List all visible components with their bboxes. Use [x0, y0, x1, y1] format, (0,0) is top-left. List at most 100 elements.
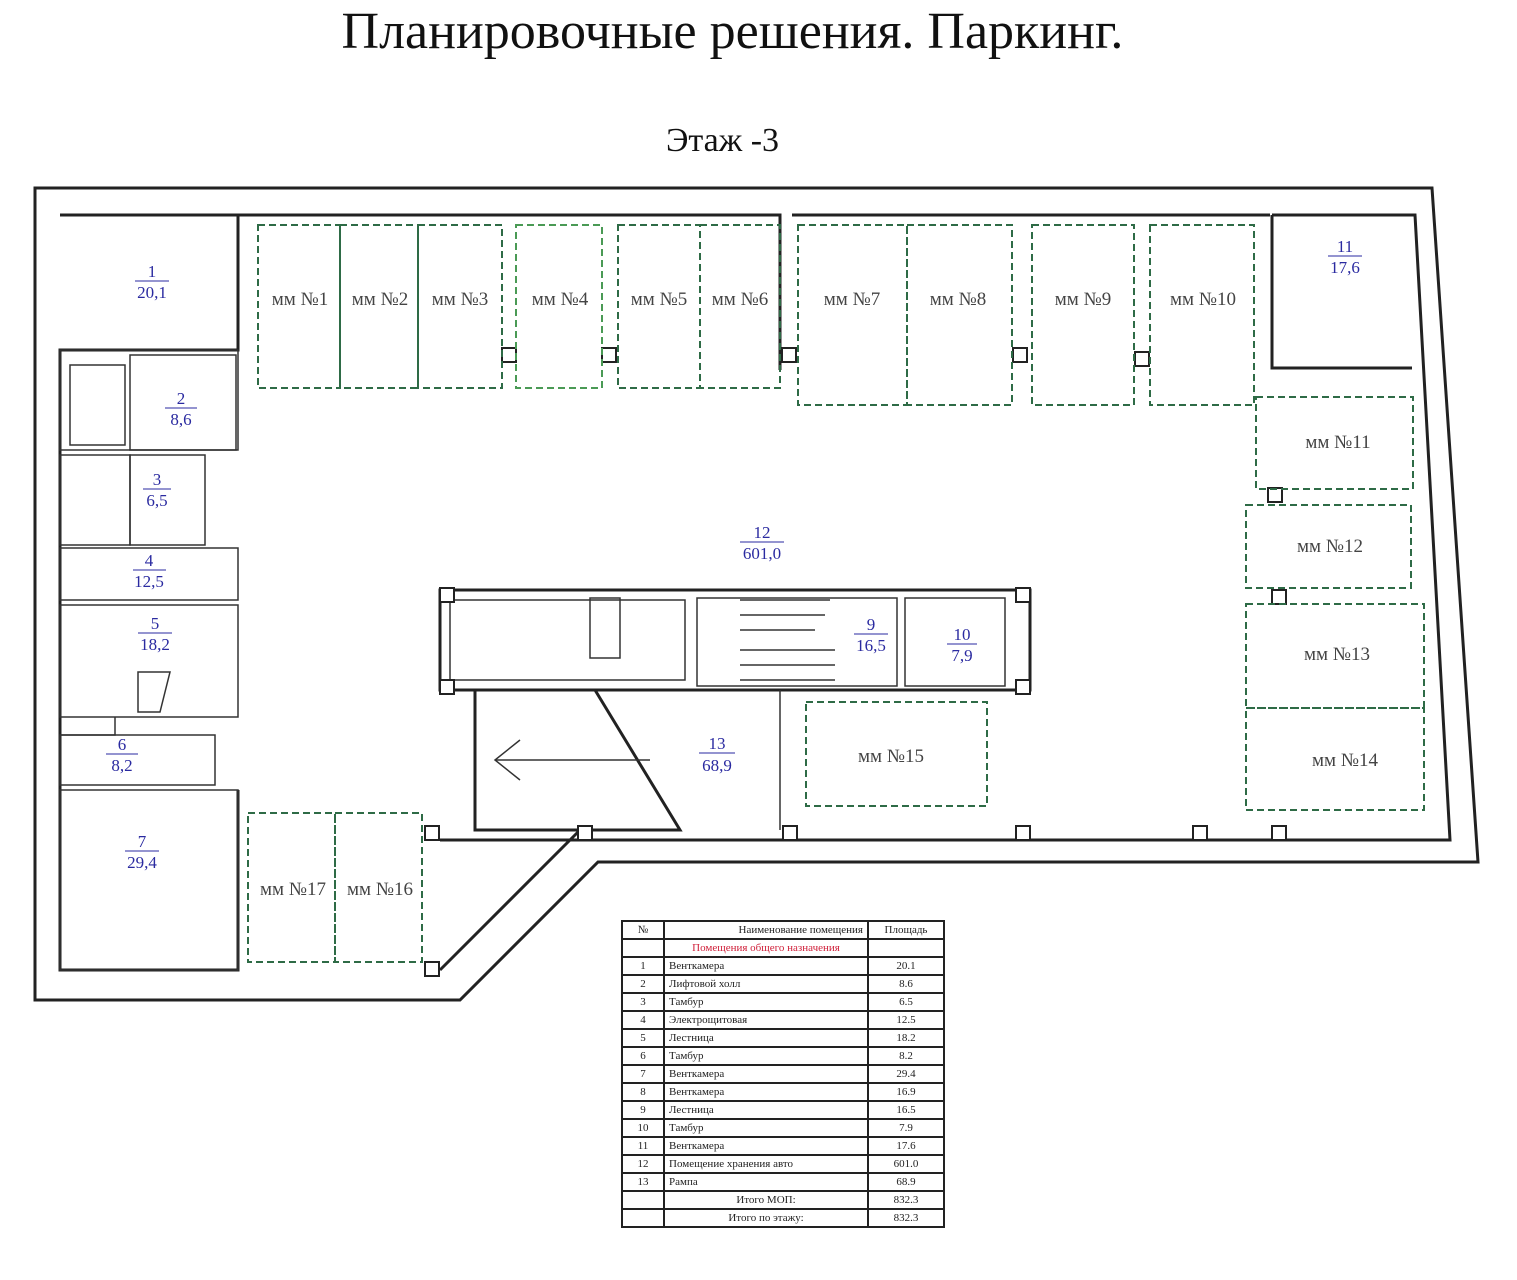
plan-element — [417, 224, 503, 389]
plan-element — [621, 1190, 665, 1210]
room-label-text: 11 — [1337, 237, 1353, 256]
room-label-text: 10 — [954, 625, 971, 644]
room-label-text: 17,6 — [1330, 258, 1360, 277]
parking-space-label: мм №15 — [858, 746, 924, 767]
plan-element: 13 — [621, 1172, 665, 1192]
plan-element: Венткамера — [663, 1082, 869, 1102]
plan-element — [1015, 587, 1031, 603]
plan-element — [867, 938, 945, 958]
plan-element: 11 — [621, 1136, 665, 1156]
plan-element: Тамбур — [663, 1118, 869, 1138]
parking-space-label: мм №6 — [712, 289, 768, 310]
table-total-mop: Итого МОП:832.3 — [621, 1190, 945, 1210]
plan-element: Венткамера — [663, 1064, 869, 1084]
plan-element — [424, 825, 440, 841]
room-label: 36,5 — [143, 470, 171, 510]
room-label-text: 6 — [118, 735, 127, 754]
plan-element — [1015, 679, 1031, 695]
plan-element — [59, 604, 239, 718]
plan-element: Помещения общего назначения — [663, 938, 869, 958]
room-label-text: 13 — [709, 734, 726, 753]
room-label: 518,2 — [138, 614, 172, 654]
plan-element — [1271, 825, 1287, 841]
plan-element — [781, 347, 797, 363]
plan-element — [59, 547, 239, 601]
parking-space-label: мм №9 — [1055, 289, 1111, 310]
plan-element — [424, 961, 440, 977]
plan-element: Венткамера — [663, 956, 869, 976]
room-labels: 120,1 28,6 36,5 412,5 518,2 68,2 729,4 9… — [106, 237, 1362, 872]
room-label-text: 16,5 — [856, 636, 886, 655]
plan-element — [1015, 825, 1031, 841]
parking-spaces: мм №1 мм №2 мм №3 мм №4 мм №5 мм №6 мм №… — [247, 224, 1425, 963]
room-label-text: 29,4 — [127, 853, 157, 872]
plan-element — [621, 1208, 665, 1228]
plan-element: 8.6 — [867, 974, 945, 994]
plan-element — [601, 347, 617, 363]
room-label-text: 1 — [148, 262, 157, 281]
plan-element — [59, 454, 131, 546]
plan-element: 1 — [621, 956, 665, 976]
plan-element — [129, 354, 237, 451]
room-label-text: 12 — [754, 523, 771, 542]
plan-element — [1134, 351, 1150, 367]
room-label-text: 12,5 — [134, 572, 164, 591]
plan-element — [59, 734, 216, 786]
plan-element — [740, 599, 835, 681]
plan-element: 6 — [621, 1046, 665, 1066]
parking-space-label: мм №12 — [1297, 536, 1363, 557]
parking-space-label: мм №1 — [272, 289, 328, 310]
plan-element — [515, 224, 603, 389]
room-label-text: 8,2 — [111, 756, 132, 775]
plan-element — [1012, 347, 1028, 363]
parking-space-label: мм №4 — [532, 289, 589, 310]
parking-space-label: мм №17 — [260, 879, 326, 900]
plan-element — [1270, 215, 1412, 370]
plan-element — [1255, 396, 1414, 490]
room-label-text: 20,1 — [137, 283, 167, 302]
plan-element — [1192, 825, 1208, 841]
plan-element: Помещение хранения авто — [663, 1154, 869, 1174]
plan-element — [247, 812, 336, 963]
plan-element — [501, 347, 517, 363]
room-label: 13 68,9 — [699, 734, 735, 775]
room-label-text: 4 — [145, 551, 154, 570]
parking-space-label: мм №7 — [824, 289, 880, 310]
plan-element — [438, 588, 1032, 692]
outer-boundary — [33, 186, 1480, 1002]
room-label: 729,4 — [125, 832, 159, 872]
plan-element — [805, 701, 988, 807]
plan-element: 8.2 — [867, 1046, 945, 1066]
plan-element — [1245, 707, 1425, 811]
parking-space-label: мм №13 — [1304, 644, 1370, 665]
plan-element: 18.2 — [867, 1028, 945, 1048]
room-label-text: 68,9 — [702, 756, 732, 775]
plan-element — [238, 213, 782, 370]
parking-space-label: мм №16 — [347, 879, 413, 900]
page-title: Планировочные решения. Паркинг. — [341, 3, 1124, 60]
plan-element — [1271, 589, 1287, 605]
plan-element: 601.0 — [867, 1154, 945, 1174]
plan-element: 16.9 — [867, 1082, 945, 1102]
plan-element: 2 — [621, 974, 665, 994]
room-label: 11 17,6 — [1328, 237, 1362, 277]
parking-space-label: мм №11 — [1305, 432, 1370, 453]
plan-element: 5 — [621, 1028, 665, 1048]
plan-element: 12 — [621, 1154, 665, 1174]
plan-element: 832.3 — [867, 1208, 945, 1228]
plan-element — [797, 224, 908, 406]
plan-element: 20.1 — [867, 956, 945, 976]
plan-element: 17.6 — [867, 1136, 945, 1156]
plan-element — [449, 599, 686, 681]
